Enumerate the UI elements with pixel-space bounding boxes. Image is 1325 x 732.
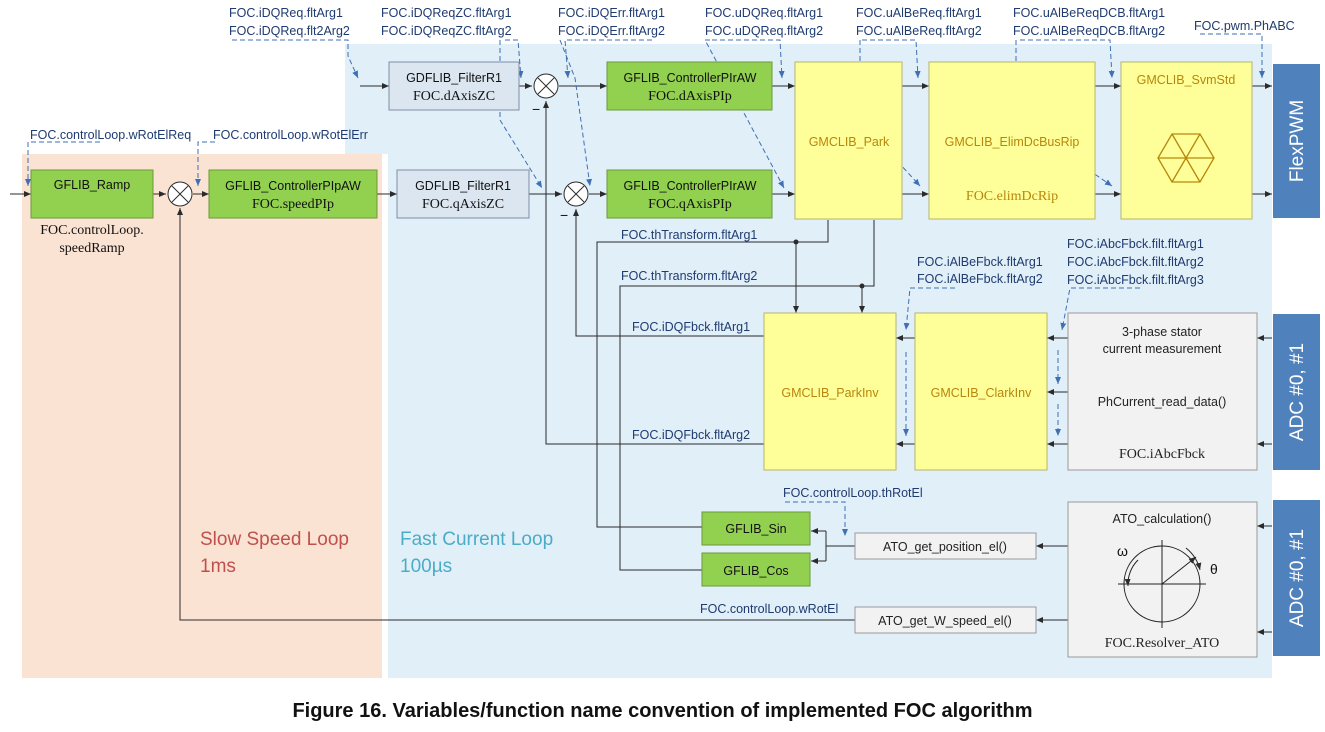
sin-block (701, 511, 811, 546)
summing-node-q (563, 181, 589, 207)
ato-var: FOC.Resolver_ATO (1105, 636, 1219, 651)
label-iabc-fb3: FOC.iAbcFbck.filt.fltArg3 (1067, 273, 1204, 287)
label-idq-fb2: FOC.iDQFbck.fltArg2 (632, 428, 750, 442)
label-idq-req1: FOC.iDQReq.fltArg1 (229, 6, 343, 20)
flexpwm-bar (1273, 64, 1320, 218)
label-wrot-req: FOC.controlLoop.wRotElReq (30, 128, 191, 142)
clark-inv-name: GMCLIB_ClarkInv (931, 386, 1032, 400)
elim-var: FOC.elimDcRip (966, 189, 1058, 204)
ato-position-block (854, 532, 1037, 560)
label-idq-reqzc2: FOC.iDQReqZC.fltArg2 (381, 24, 512, 38)
current-meas-block (1067, 312, 1258, 471)
label-ualbe-req1: FOC.uAlBeReq.fltArg1 (856, 6, 982, 20)
park-inv-block (763, 312, 897, 471)
label-w-rot: FOC.controlLoop.wRotEl (700, 602, 838, 616)
label-ualbe-dcb2: FOC.uAlBeReqDCB.fltArg2 (1013, 24, 1165, 38)
label-th-arg1: FOC.thTransform.fltArg1 (621, 228, 757, 242)
label-udq-req1: FOC.uDQReq.fltArg1 (705, 6, 823, 20)
foc-block-diagram: Slow Speed Loop 1ms Fast Current Loop 10… (10, 6, 1320, 678)
park-name: GMCLIB_Park (809, 135, 890, 149)
clark-inv-block (914, 312, 1048, 471)
current-meas-fn: PhCurrent_read_data() (1098, 395, 1227, 409)
pi-q-block (606, 169, 773, 219)
adc-label-top: ADC #0, #1 (1287, 343, 1308, 441)
speed-pi-block (208, 169, 378, 219)
pi-q-name: GFLIB_ControllerPIrAW (624, 179, 757, 193)
current-meas-var: FOC.iAbcFbck (1119, 447, 1205, 462)
slow-loop-subtitle: 1ms (200, 556, 236, 577)
label-iabc-fb1: FOC.iAbcFbck.filt.fltArg1 (1067, 237, 1204, 251)
ato-position-name: ATO_get_position_el() (883, 540, 1007, 554)
pi-d-var: FOC.dAxisPIp (648, 89, 732, 104)
summing-node-d (533, 73, 559, 99)
svm-name: GMCLIB_SvmStd (1137, 73, 1236, 87)
svm-block (1120, 61, 1253, 220)
flexpwm-label: FlexPWM (1287, 100, 1308, 182)
filter-q-block (396, 169, 530, 219)
adc-label-bottom: ADC #0, #1 (1287, 529, 1308, 627)
signal-lines (10, 83, 1272, 635)
slow-loop-region (22, 154, 382, 678)
ato-speed-block (854, 606, 1037, 634)
fast-loop-title: Fast Current Loop (400, 529, 553, 550)
label-ialbe-fb1: FOC.iAlBeFbck.fltArg1 (917, 255, 1043, 269)
sin-name: GFLIB_Sin (725, 522, 786, 536)
resolver-circle-icon (1118, 540, 1206, 628)
filter-q-name: GDFLIB_FilterR1 (415, 179, 511, 193)
theta-symbol: θ (1210, 561, 1218, 577)
label-idq-err2: FOC.iDQErr.fltArg2 (558, 24, 665, 38)
summing-node-speed (167, 181, 193, 207)
ramp-var-line1: FOC.controlLoop. (40, 223, 143, 238)
label-wrot-err: FOC.controlLoop.wRotElErr (213, 128, 368, 142)
speed-pi-var: FOC.speedPIp (252, 197, 334, 212)
elim-name: GMCLIB_ElimDcBusRip (945, 135, 1080, 149)
label-ualbe-dcb1: FOC.uAlBeReqDCB.fltArg1 (1013, 6, 1165, 20)
ato-fn: ATO_calculation() (1113, 512, 1212, 526)
label-th-arg2: FOC.thTransform.fltArg2 (621, 269, 757, 283)
svm-hexagon-icon (1157, 133, 1215, 183)
current-meas-line2: current measurement (1103, 342, 1222, 356)
adc-bar-top (1273, 314, 1320, 470)
filter-d-var: FOC.dAxisZC (413, 89, 495, 104)
figure-caption: Figure 16. Variables/function name conve… (292, 700, 1033, 722)
slow-loop-title: Slow Speed Loop (200, 529, 349, 550)
filter-d-name: GDFLIB_FilterR1 (406, 71, 502, 85)
elim-block (928, 61, 1096, 220)
variable-labels: FOC.iDQReq.fltArg1 FOC.iDQReq.flt2Arg2 F… (30, 6, 1295, 616)
ramp-block (30, 169, 154, 219)
pi-q-var: FOC.qAxisPIp (648, 197, 732, 212)
label-idq-reqzc1: FOC.iDQReqZC.fltArg1 (381, 6, 512, 20)
current-meas-line1: 3-phase stator (1122, 325, 1202, 339)
cos-name: GFLIB_Cos (723, 564, 788, 578)
ato-speed-name: ATO_get_W_speed_el() (878, 614, 1012, 628)
label-ialbe-fb2: FOC.iAlBeFbck.fltArg2 (917, 272, 1043, 286)
label-idq-req2: FOC.iDQReq.flt2Arg2 (229, 24, 350, 38)
pi-d-name: GFLIB_ControllerPIrAW (624, 71, 757, 85)
ramp-var-line2: speedRamp (59, 241, 124, 256)
cos-block (701, 552, 811, 587)
park-block (794, 61, 903, 220)
filter-q-var: FOC.qAxisZC (422, 197, 504, 212)
label-pwm-abc: FOC.pwm.PhABC (1194, 19, 1295, 33)
label-iabc-fb2: FOC.iAbcFbck.filt.fltArg2 (1067, 255, 1204, 269)
ramp-block-name: GFLIB_Ramp (54, 178, 130, 192)
minus-sign-q: − (560, 207, 568, 223)
label-idq-fb1: FOC.iDQFbck.fltArg1 (632, 320, 750, 334)
minus-sign-d: − (532, 101, 540, 117)
omega-symbol: ω (1117, 543, 1128, 559)
pi-d-block (606, 61, 773, 111)
adc-bar-bottom (1273, 500, 1320, 656)
fast-loop-subtitle: 100µs (400, 556, 452, 577)
label-idq-err1: FOC.iDQErr.fltArg1 (558, 6, 665, 20)
speed-pi-name: GFLIB_ControllerPIpAW (225, 179, 361, 193)
label-th-rot: FOC.controlLoop.thRotEl (783, 486, 923, 500)
label-ualbe-req2: FOC.uAlBeReq.fltArg2 (856, 24, 982, 38)
label-udq-req2: FOC.uDQReq.fltArg2 (705, 24, 823, 38)
filter-d-block (388, 61, 520, 111)
park-inv-name: GMCLIB_ParkInv (781, 386, 879, 400)
